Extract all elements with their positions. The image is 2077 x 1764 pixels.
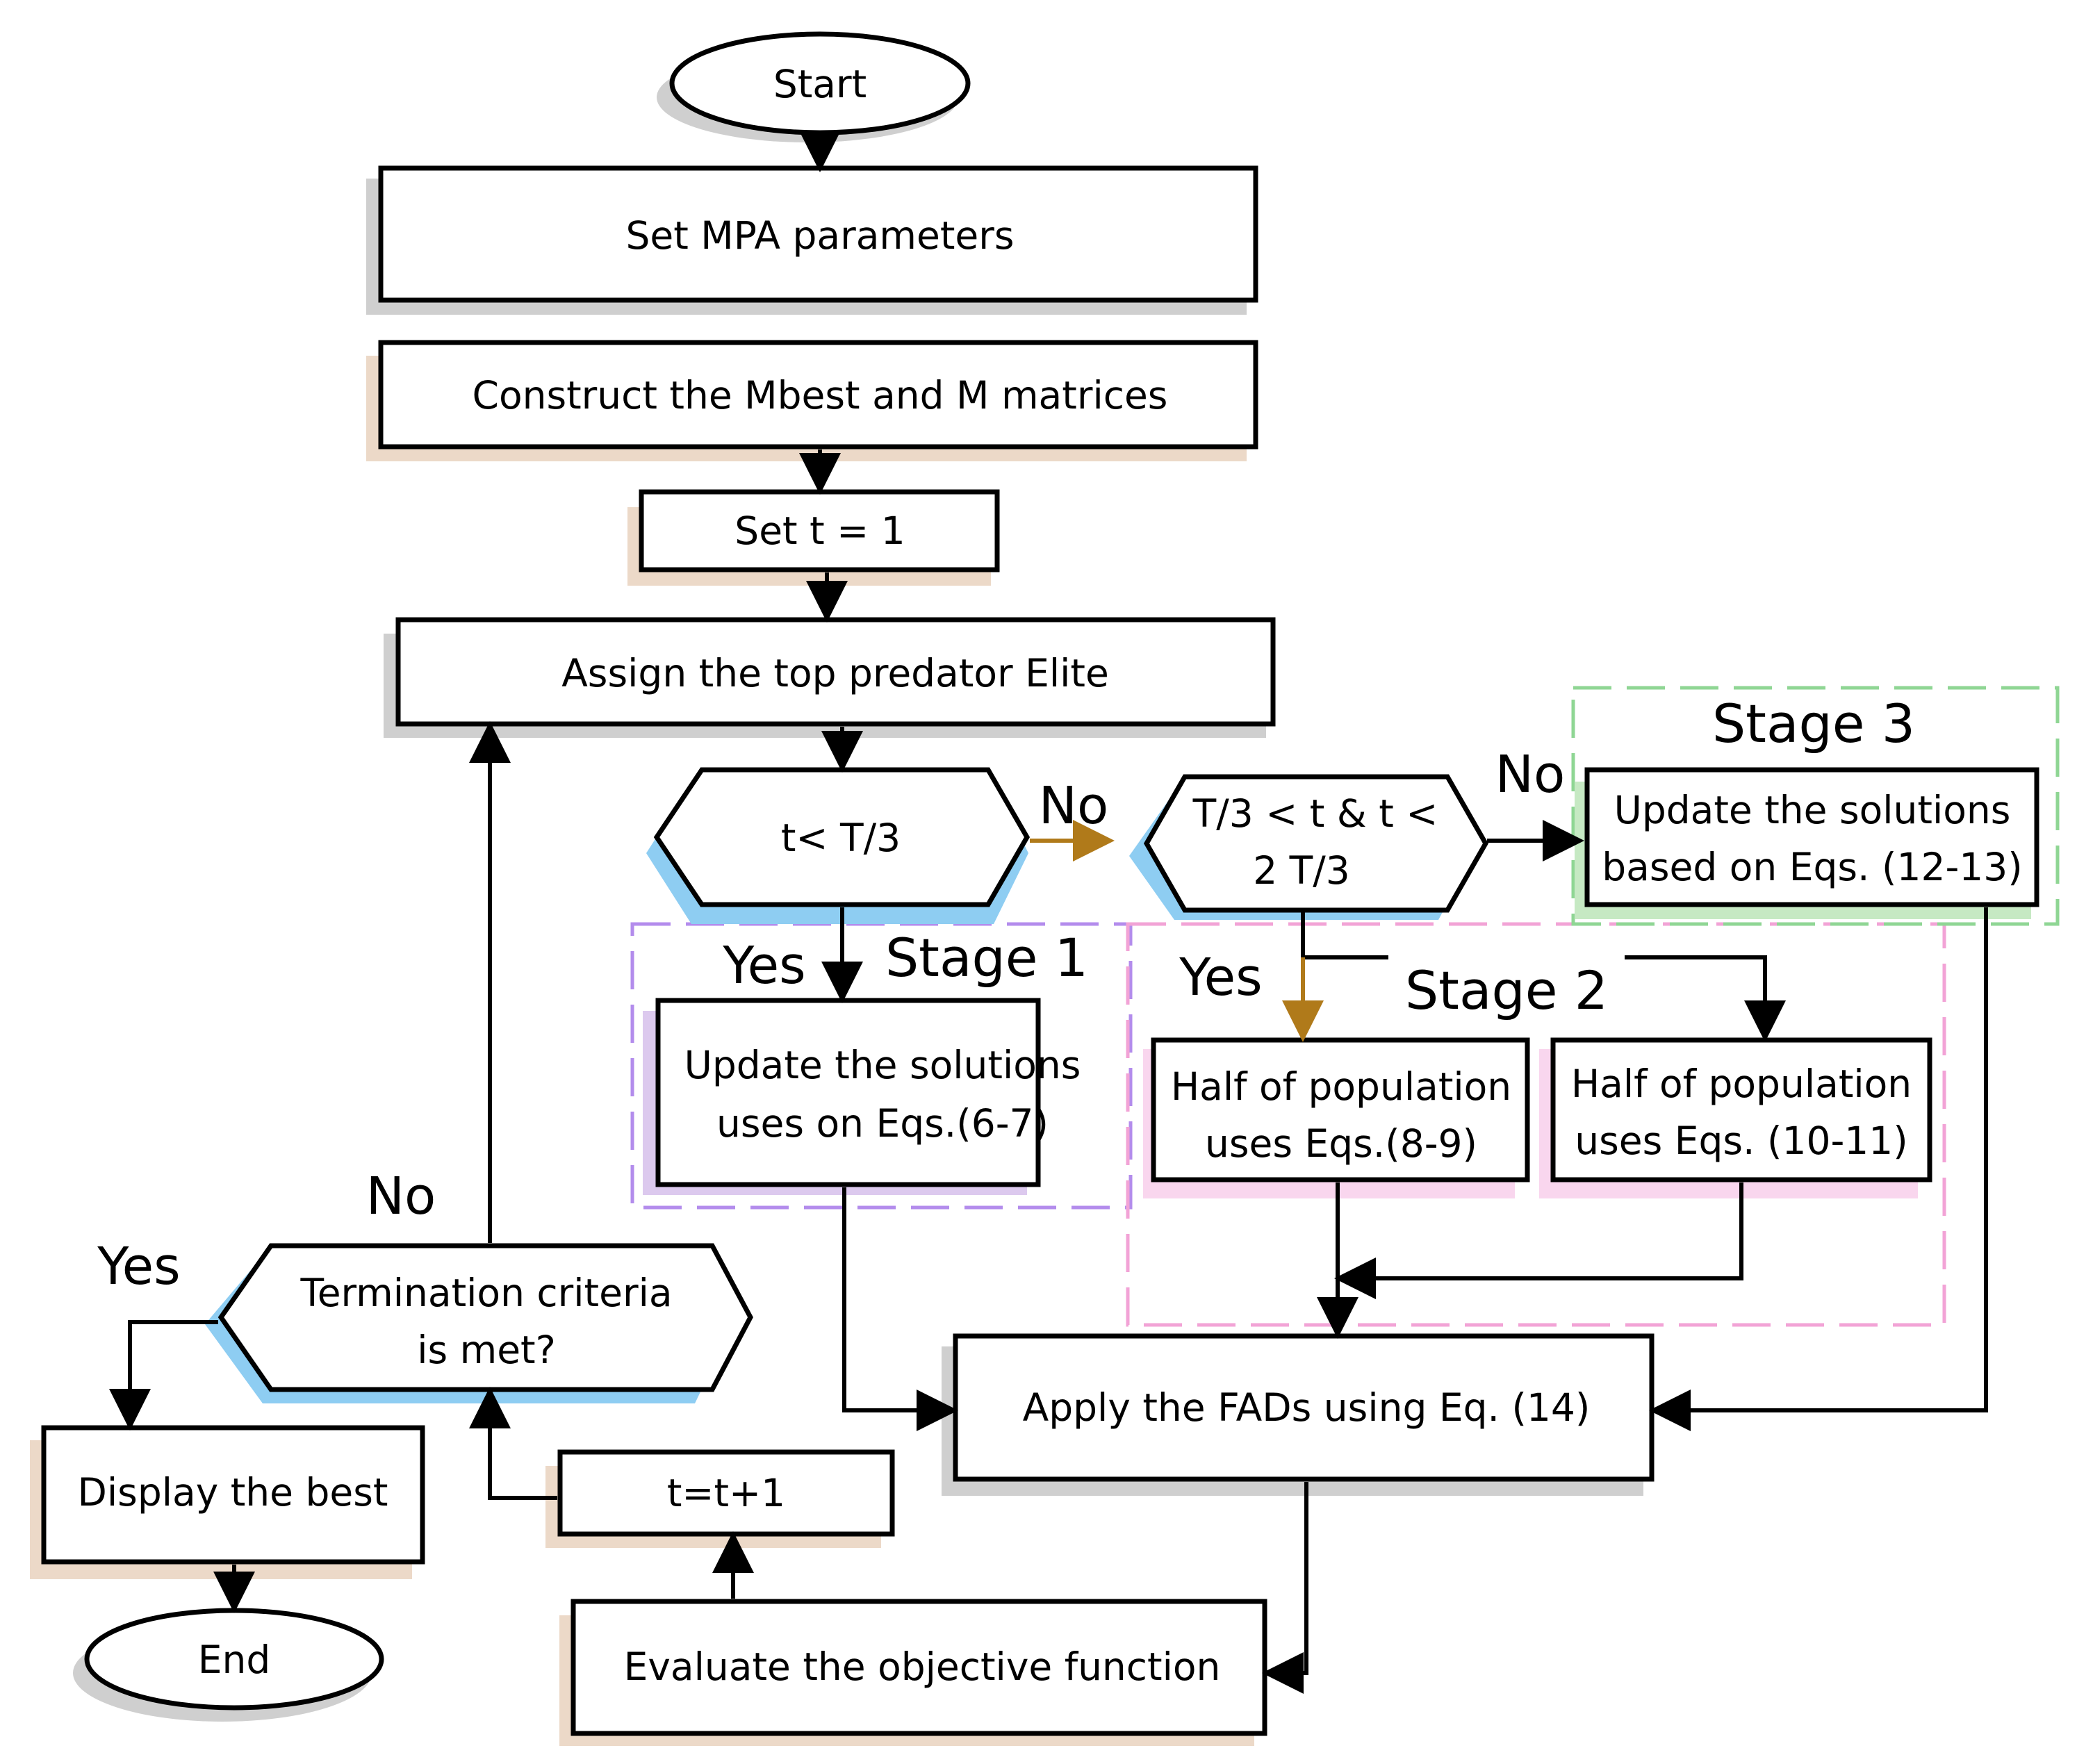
construct-box [378, 340, 1258, 450]
arrow-increment-to-termination [469, 1387, 557, 1500]
stage2-half2-node: Half of population uses Eqs. (10-11) [1539, 1037, 1932, 1198]
stage1-update-label-line1: Update the solutions [684, 1043, 1081, 1087]
set-t-label: Set t = 1 [734, 509, 905, 553]
arrow-stage1-to-apply [842, 1187, 958, 1431]
stage1-title: Stage 1 [885, 927, 1088, 989]
condition-stage2: T/3 < t & t < 2 T/3 [1129, 774, 1489, 920]
increment-label: t=t+1 [667, 1471, 785, 1515]
stage3-frame [1571, 686, 2060, 926]
evaluate-label: Evaluate the objective function [624, 1645, 1221, 1689]
stage2-half1-node: Half of population uses Eqs.(8-9) [1143, 1037, 1530, 1198]
display-best-label: Display the best [78, 1470, 388, 1515]
construct-node: Construct the Mbest and M matrices [366, 340, 1258, 461]
apply-fads-node: Apply the FADs using Eq. (14) [942, 1333, 1655, 1496]
assign-elite-box [395, 617, 1276, 727]
condition-stage1: t< T/3 [646, 767, 1031, 924]
stage2-title: Stage 2 [1405, 959, 1608, 1021]
stage2-half1-label-line1: Half of population [1171, 1064, 1511, 1109]
stage3-title: Stage 3 [1712, 693, 1915, 755]
label-yes-cond1: Yes [722, 936, 805, 996]
label-yes-cond2: Yes [1179, 948, 1262, 1007]
display-best-node: Display the best [30, 1425, 425, 1579]
stage1-update-label-line2: uses on Eqs.(6-7) [716, 1101, 1049, 1146]
stage3-update-node: Update the solutions based on Eqs. (12-1… [1575, 767, 2039, 919]
arrow-half2-to-merge [1334, 1182, 1743, 1299]
stage2-half2-box [1550, 1037, 1932, 1182]
stage2-half1-label-line2: uses Eqs.(8-9) [1205, 1121, 1477, 1166]
label-no-termination: No [366, 1167, 436, 1226]
arrow-stage3-to-apply [1649, 907, 1988, 1431]
condition-stage2-hexagon [1143, 774, 1489, 913]
termination-label-line2: is met? [417, 1328, 556, 1372]
start-label: Start [773, 62, 867, 106]
label-yes-termination: Yes [97, 1237, 180, 1296]
stage3-update-label-line1: Update the solutions [1614, 788, 2011, 832]
apply-fads-label: Apply the FADs using Eq. (14) [1023, 1385, 1591, 1430]
termination-node: Termination criteria is met? [205, 1243, 753, 1403]
arrow-apply-to-evaluate [1262, 1482, 1308, 1694]
termination-label-line1: Termination criteria [299, 1271, 672, 1315]
condition-stage2-label-line2: 2 T/3 [1253, 848, 1350, 893]
stage1-update-node: Update the solutions uses on Eqs.(6-7) [643, 998, 1081, 1195]
stage2-half1-box [1151, 1037, 1530, 1182]
label-no-cond1: No [1039, 776, 1109, 836]
end-label: End [198, 1638, 271, 1682]
assign-elite-label: Assign the top predator Elite [561, 651, 1109, 695]
connectors [109, 131, 1988, 1694]
condition-stage1-hexagon [653, 767, 1031, 907]
stage1-update-box [655, 998, 1041, 1187]
set-params-box [378, 165, 1258, 303]
stage3-update-label-line2: based on Eqs. (12-13) [1602, 845, 2023, 889]
termination-hexagon [217, 1243, 753, 1392]
stage3-update-box [1584, 767, 2039, 907]
display-best-box [41, 1425, 425, 1565]
label-no-cond2: No [1495, 745, 1566, 805]
arrow-cond2-to-half2 [1625, 955, 1786, 1042]
condition-stage2-label-line1: T/3 < t & t < [1192, 791, 1438, 836]
highlight-connectors [1030, 820, 1324, 1042]
stage2-half2-label-line2: uses Eqs. (10-11) [1575, 1119, 1908, 1163]
increment-node: t=t+1 [545, 1449, 895, 1548]
stage2-half2-label-line1: Half of population [1571, 1062, 1912, 1106]
set-params-label: Set MPA parameters [625, 213, 1014, 258]
assign-elite-node: Assign the top predator Elite [384, 617, 1276, 738]
stage2-frame [1126, 922, 1946, 1327]
start-node: Start [657, 31, 971, 142]
end-node: End [73, 1608, 384, 1722]
condition-stage1-label: t< T/3 [781, 816, 901, 860]
set-params-node: Set MPA parameters [366, 165, 1258, 315]
evaluate-node: Evaluate the objective function [559, 1599, 1267, 1746]
construct-label: Construct the Mbest and M matrices [473, 373, 1168, 418]
arrow-termination-yes [109, 1320, 218, 1431]
set-t-node: Set t = 1 [627, 489, 1000, 586]
